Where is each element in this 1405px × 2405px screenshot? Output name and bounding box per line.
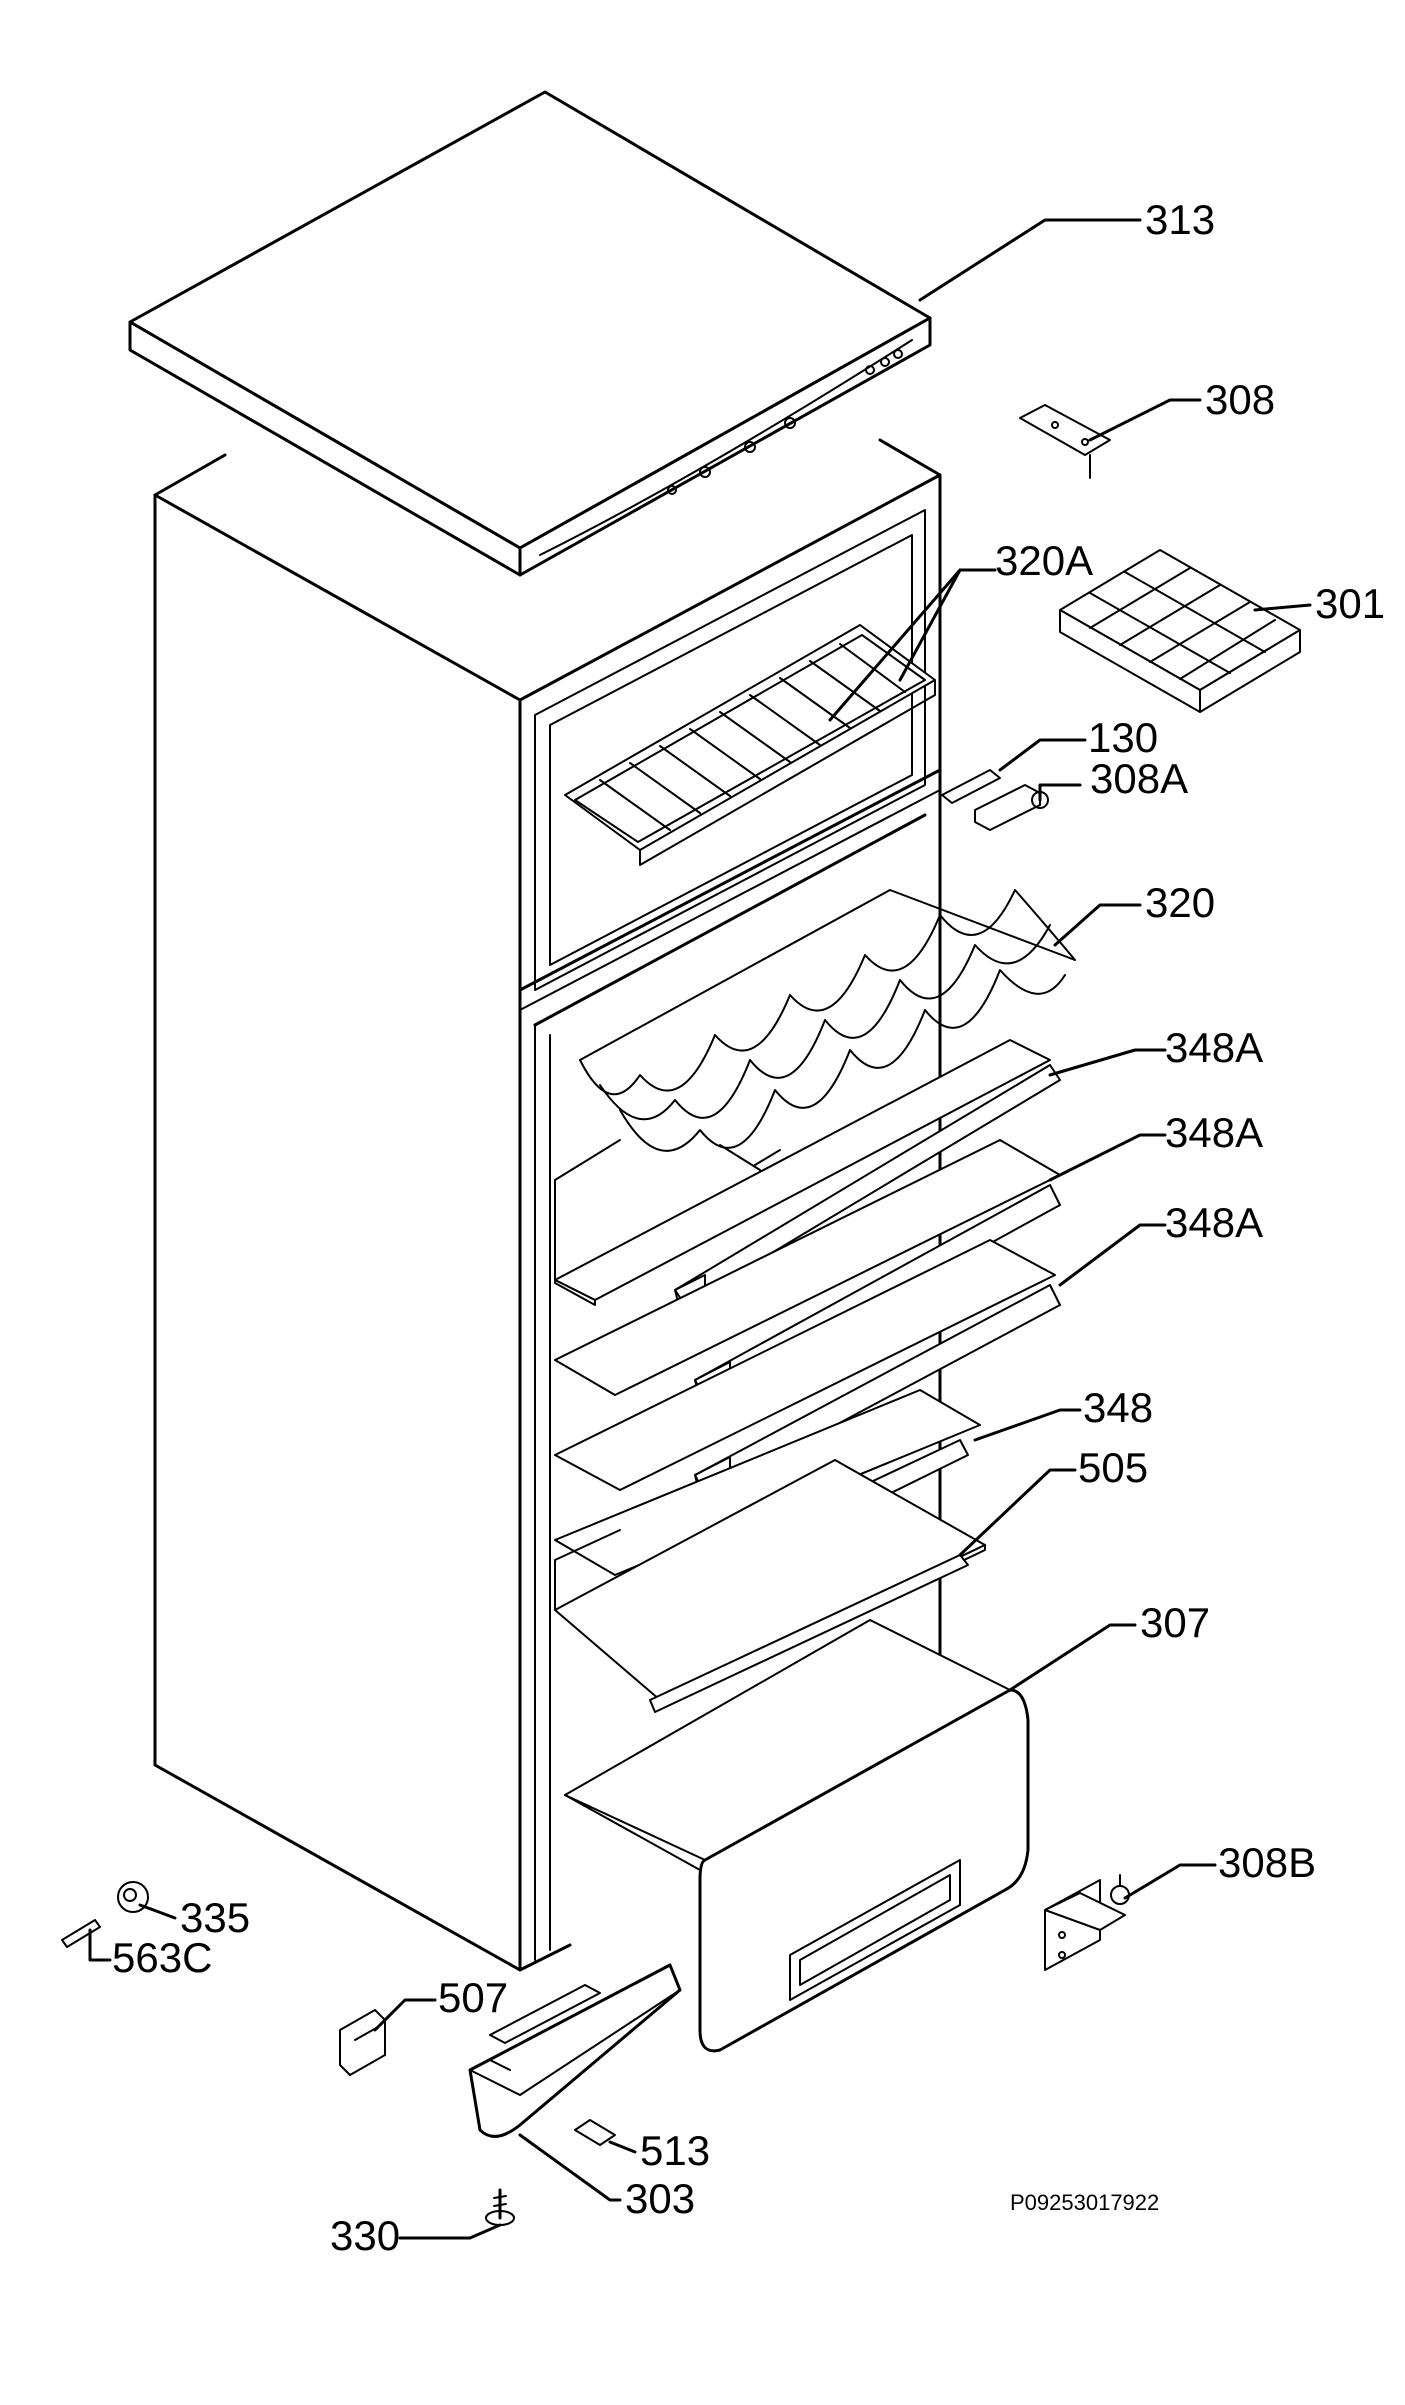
glass-shelf-3 (554, 1239, 1061, 1496)
part-320a-freezer-grid-shelf (564, 624, 936, 866)
label-348a-2: 348A (1165, 1109, 1263, 1156)
label-320: 320 (1145, 879, 1215, 926)
part-513-clip (574, 2119, 616, 2146)
part-507-clip (339, 2009, 386, 2076)
label-335: 335 (180, 1894, 250, 1941)
label-348a-1: 348A (1165, 1024, 1263, 1071)
label-348: 348 (1083, 1384, 1153, 1431)
part-labels: 313 308 320A 301 130 308A 320 348A 348A … (112, 196, 1385, 2259)
part-330-adjustable-foot (485, 2188, 515, 2226)
part-313-top-cover (128, 90, 932, 577)
label-307: 307 (1140, 1599, 1210, 1646)
label-308a: 308A (1090, 755, 1188, 802)
part-308b-hinge (1044, 1874, 1130, 1971)
label-348a-3: 348A (1165, 1199, 1263, 1246)
part-301-ice-tray (1059, 549, 1301, 713)
label-330: 330 (330, 2212, 400, 2259)
part-563c-pin (61, 1919, 101, 1948)
label-513: 513 (640, 2127, 710, 2174)
part-130-light-cover (941, 769, 1001, 804)
label-308b: 308B (1218, 1839, 1316, 1886)
drawing-code: P09253017922 (1010, 2190, 1159, 2215)
label-130: 130 (1088, 714, 1158, 761)
part-320-wine-rack (579, 889, 1076, 1171)
leader-lines (88, 218, 1312, 2240)
part-308a-lamp-holder (974, 784, 1049, 831)
label-308: 308 (1205, 376, 1275, 423)
label-320a: 320A (995, 537, 1093, 584)
part-303-plinth (468, 1963, 682, 2138)
part-505-shelf-trim (649, 1554, 969, 1713)
part-308-bracket (1019, 404, 1111, 479)
label-313: 313 (1145, 196, 1215, 243)
glass-shelf-1 (554, 1039, 1061, 1311)
label-301: 301 (1315, 580, 1385, 627)
label-507: 507 (438, 1974, 508, 2021)
label-303: 303 (625, 2175, 695, 2222)
label-563c: 563C (112, 1934, 212, 1981)
label-505: 505 (1078, 1444, 1148, 1491)
